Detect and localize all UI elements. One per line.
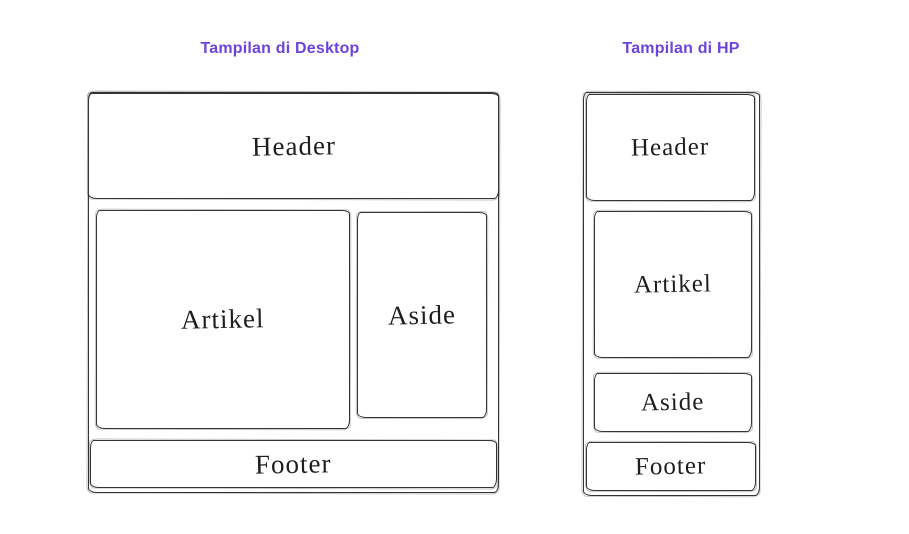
desktop-footer-box: Footer (90, 440, 497, 488)
phone-header-label: Header (631, 132, 710, 162)
phone-view-title: Tampilan di HP (622, 40, 740, 57)
desktop-artikel-box: Artikel (96, 210, 350, 429)
phone-footer-label: Footer (635, 451, 707, 481)
phone-artikel-box: Artikel (594, 211, 752, 358)
desktop-header-label: Header (251, 129, 336, 162)
desktop-aside-box: Aside (357, 212, 487, 418)
phone-aside-label: Aside (641, 387, 705, 417)
phone-header-box: Header (586, 94, 755, 201)
desktop-aside-label: Aside (387, 298, 457, 331)
desktop-header-box: Header (88, 93, 499, 199)
phone-footer-box: Footer (586, 442, 756, 491)
desktop-footer-label: Footer (254, 447, 332, 480)
desktop-view-title: Tampilan di Desktop (200, 40, 360, 57)
phone-artikel-label: Artikel (633, 269, 713, 299)
desktop-artikel-label: Artikel (180, 303, 265, 335)
phone-aside-box: Aside (594, 373, 752, 432)
